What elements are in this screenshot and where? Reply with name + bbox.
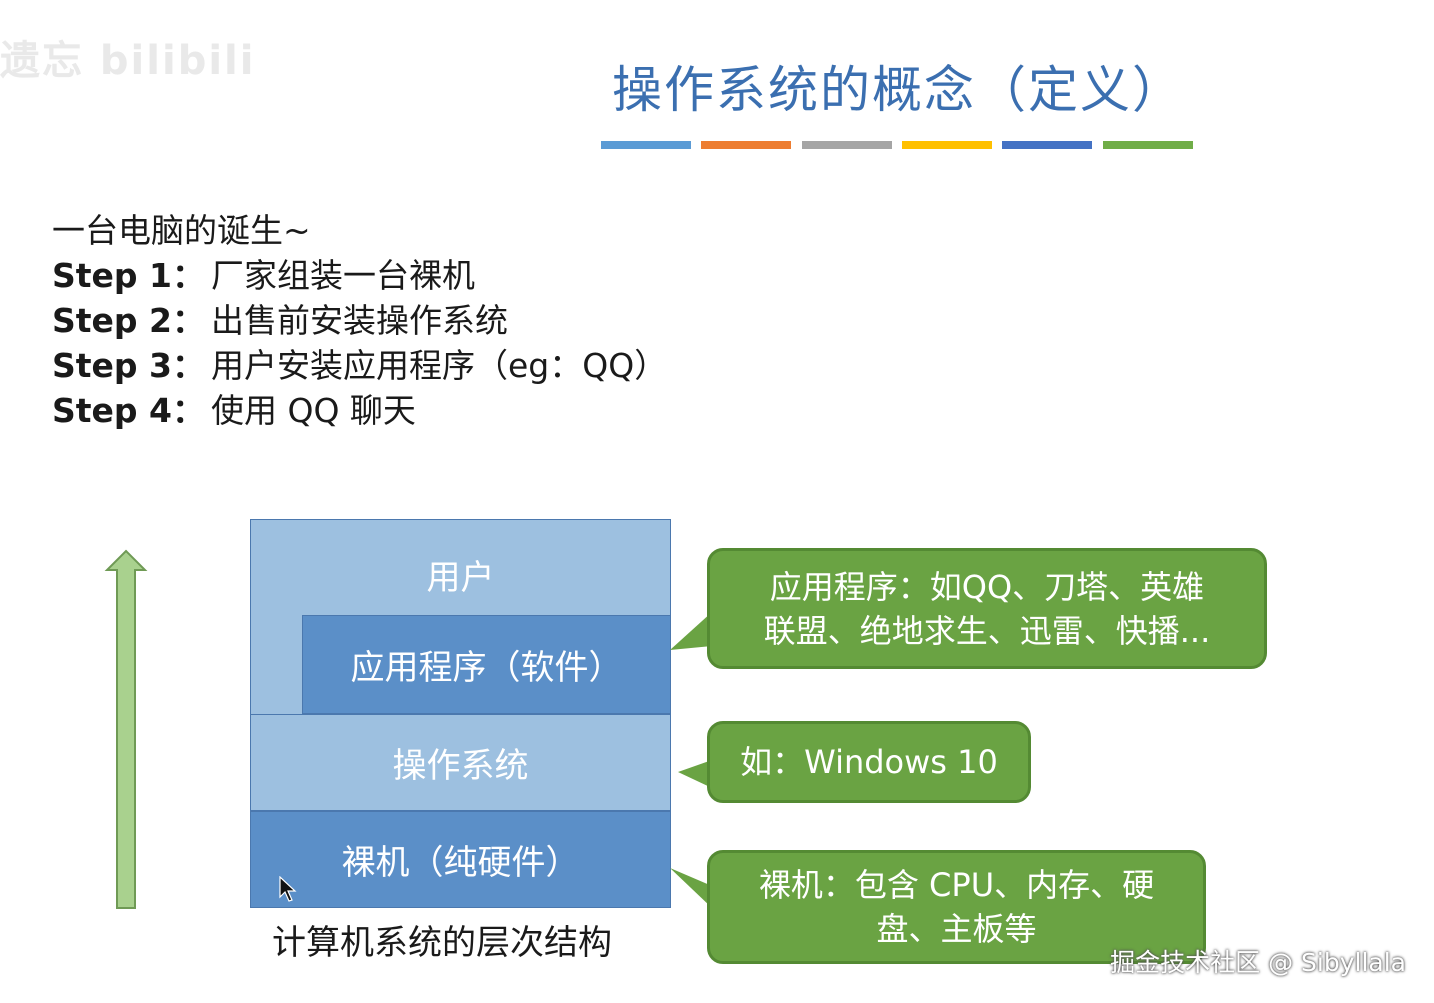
title-bar-3 bbox=[802, 141, 892, 149]
callout-app-line-1: 应用程序：如QQ、刀塔、英雄 bbox=[769, 567, 1205, 606]
title-bar-4 bbox=[902, 141, 992, 149]
layer-application: 应用程序（软件） bbox=[302, 615, 671, 714]
step-4-text: 使用 QQ 聊天 bbox=[211, 391, 416, 430]
step-3: Step 3：用户安装应用程序（eg：QQ） bbox=[52, 343, 667, 388]
callout-app-tail bbox=[670, 612, 712, 650]
layer-os-label: 操作系统 bbox=[392, 746, 529, 786]
title-bar-5 bbox=[1002, 141, 1092, 149]
layer-application-label: 应用程序（软件） bbox=[350, 648, 623, 688]
step-2-label: Step 2： bbox=[52, 301, 205, 340]
step-3-text: 用户安装应用程序（eg：QQ） bbox=[211, 346, 668, 385]
title-bar-6 bbox=[1103, 141, 1193, 149]
intro-heading: 一台电脑的诞生~ bbox=[52, 211, 311, 250]
callout-hardware: 裸机：包含 CPU、内存、硬 盘、主板等 bbox=[707, 850, 1206, 964]
layer-user-label: 用户 bbox=[426, 558, 495, 598]
title-bar-2 bbox=[701, 141, 791, 149]
up-arrow-icon bbox=[104, 549, 148, 909]
callout-hardware-tail bbox=[670, 868, 712, 908]
video-watermark: 遗忘 bilibili bbox=[0, 38, 256, 84]
step-2: Step 2：出售前安装操作系统 bbox=[52, 298, 667, 343]
callout-os-text: 如：Windows 10 bbox=[740, 743, 998, 781]
step-1-label: Step 1： bbox=[52, 256, 205, 295]
callout-app: 应用程序：如QQ、刀塔、英雄 联盟、绝地求生、迅雷、快播... bbox=[707, 548, 1267, 669]
callout-os: 如：Windows 10 bbox=[707, 721, 1031, 803]
callout-os-tail bbox=[678, 760, 712, 788]
layer-hardware: 裸机（纯硬件） bbox=[250, 811, 671, 908]
callout-hardware-line-2: 盘、主板等 bbox=[876, 910, 1037, 948]
step-3-label: Step 3： bbox=[52, 346, 205, 385]
callout-app-line-2: 联盟、绝地求生、迅雷、快播... bbox=[763, 611, 1211, 650]
slide-title: 操作系统的概念（定义） bbox=[612, 61, 1184, 119]
layer-hardware-label: 裸机（纯硬件） bbox=[341, 843, 580, 883]
mouse-cursor-icon bbox=[279, 876, 297, 902]
layer-os: 操作系统 bbox=[250, 714, 671, 811]
title-bar-1 bbox=[601, 141, 691, 149]
step-2-text: 出售前安装操作系统 bbox=[211, 301, 508, 340]
callout-hardware-line-1: 裸机：包含 CPU、内存、硬 bbox=[758, 866, 1155, 904]
intro-text: 一台电脑的诞生~ Step 1：厂家组装一台裸机 Step 2：出售前安装操作系… bbox=[52, 208, 667, 433]
step-4-label: Step 4： bbox=[52, 391, 205, 430]
step-4: Step 4：使用 QQ 聊天 bbox=[52, 388, 667, 433]
diagram-caption: 计算机系统的层次结构 bbox=[272, 923, 612, 963]
step-1-text: 厂家组装一台裸机 bbox=[211, 256, 475, 295]
step-1: Step 1：厂家组装一台裸机 bbox=[52, 253, 667, 298]
footer-watermark: 掘金技术社区 @ Sibyllala bbox=[1110, 948, 1406, 977]
